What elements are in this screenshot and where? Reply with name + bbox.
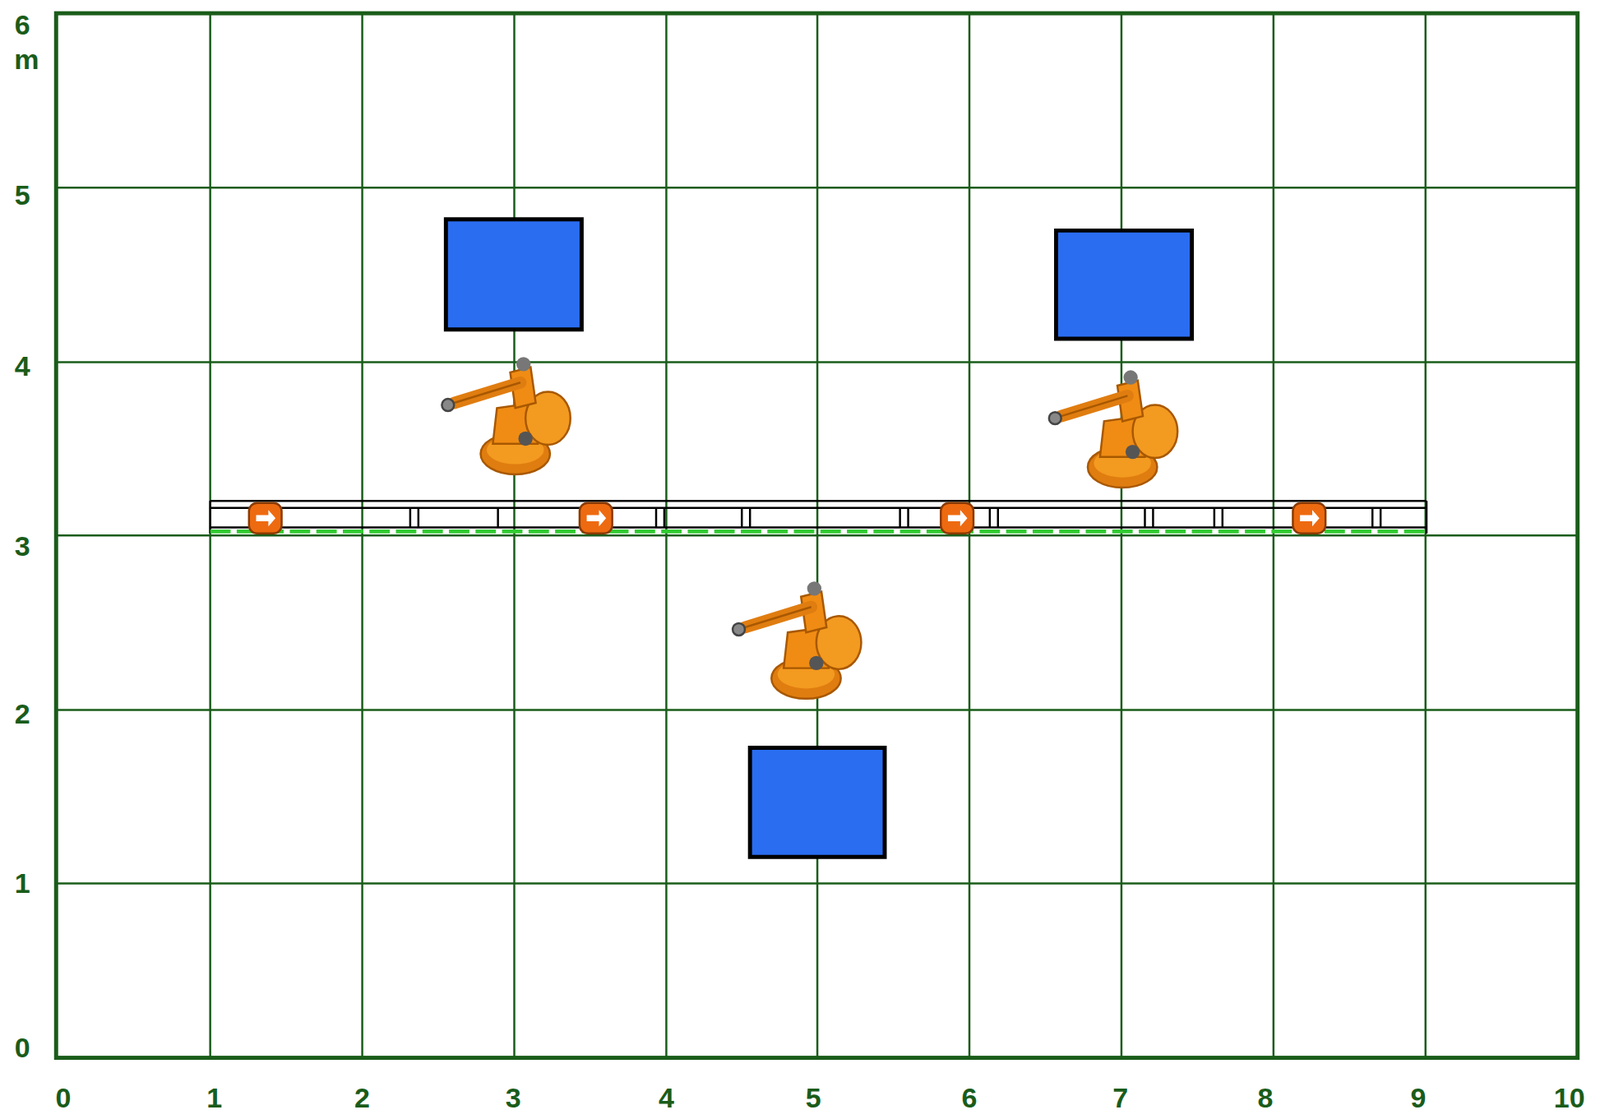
axis-label: 2 (14, 699, 31, 728)
axis-label: 6 (961, 1083, 978, 1112)
axis-label: 9 (1410, 1083, 1427, 1112)
axis-label: 6 (14, 10, 31, 39)
axis-label: 3 (14, 531, 31, 560)
axis-label: m (13, 45, 39, 74)
axis-label: 10 (1553, 1083, 1586, 1112)
axis-label: 2 (354, 1083, 370, 1112)
axis-label: 4 (14, 351, 31, 380)
axis-label: 0 (14, 1033, 31, 1062)
axis-label: 7 (1112, 1083, 1129, 1112)
axis-label: 5 (805, 1083, 822, 1112)
axis-label: 5 (14, 180, 31, 209)
axis-label: 0 (55, 1083, 71, 1112)
axis-label: 4 (658, 1083, 675, 1112)
axis-label: 8 (1257, 1083, 1273, 1112)
axis-label: 1 (206, 1083, 222, 1112)
axis-label: 3 (505, 1083, 522, 1112)
axis-label: 1 (14, 869, 31, 898)
